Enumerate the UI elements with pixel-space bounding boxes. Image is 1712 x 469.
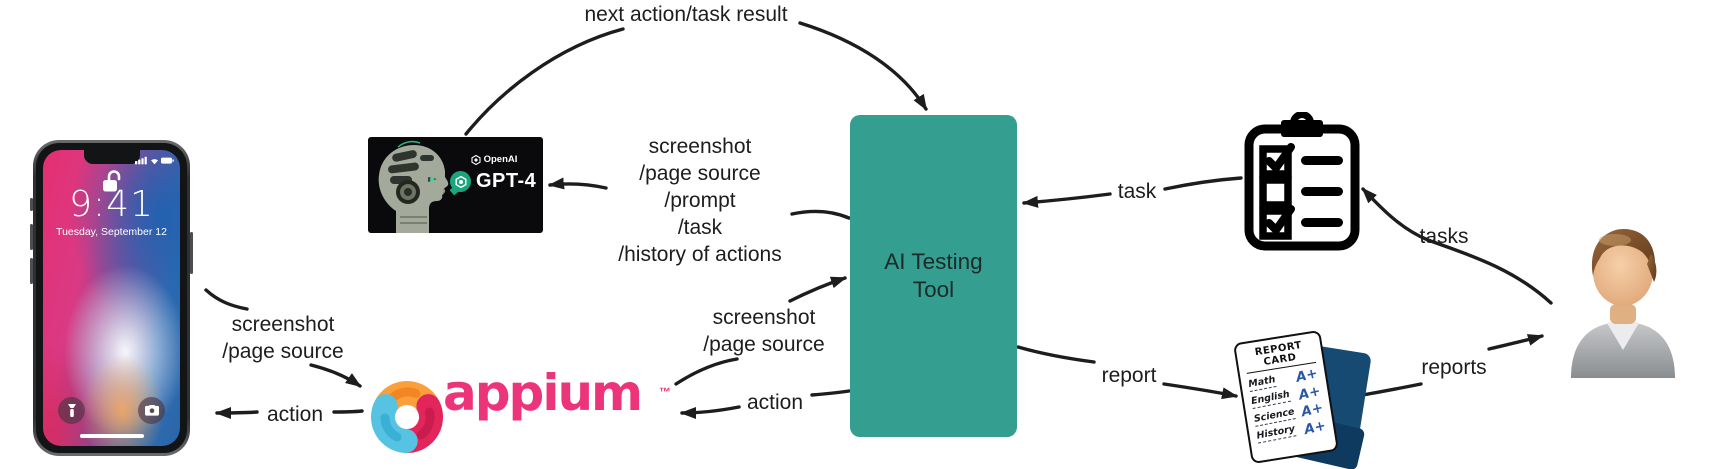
battery-icon xyxy=(161,157,172,164)
arrow-appium-to-phone-head xyxy=(215,406,259,419)
label-reports: reports xyxy=(1421,356,1487,379)
label-appium-out-line1: screenshot xyxy=(712,306,816,329)
arrow-phone-to-appium-tail xyxy=(204,288,249,311)
phone-mute-switch xyxy=(30,198,33,211)
arrow-report-to-user-head xyxy=(1487,334,1544,351)
report-card: REPORT CARD Math A+ English A+ Science A… xyxy=(1232,329,1340,465)
iphone-device: 9:41 Tuesday, September 12 xyxy=(30,140,193,456)
openai-wordmark: OpenAI xyxy=(483,154,518,165)
person-icon xyxy=(1571,228,1675,378)
arrow-phone-to-appium-head xyxy=(309,363,362,388)
clipboard-checklist-icon xyxy=(1244,112,1360,251)
arrow-appium-to-phone-tail xyxy=(332,409,364,414)
person-hair-highlight xyxy=(1599,234,1631,246)
phone-bezel: 9:41 Tuesday, September 12 xyxy=(36,143,187,453)
ai-testing-tool-title: AI Testing Tool xyxy=(884,249,983,302)
label-next-action: next action/task result xyxy=(584,3,788,26)
arrow-tool-to-appium-head xyxy=(680,405,741,419)
report-grade: A+ xyxy=(1302,417,1328,438)
gpt4-model-row: GPT-4 xyxy=(450,170,543,193)
person-collar xyxy=(1607,320,1639,350)
openai-brand-row: OpenAI xyxy=(453,154,535,165)
person-hair-side xyxy=(1647,254,1657,282)
phone-date: Tuesday, September 12 xyxy=(56,226,167,238)
person-face xyxy=(1593,238,1653,306)
arrow-checklist-to-tool-head xyxy=(1022,192,1112,208)
report-subject: History xyxy=(1255,423,1297,444)
gpt4-wordmark: GPT-4 xyxy=(476,170,537,192)
unlock-icon xyxy=(102,170,120,192)
gpt4-banner: OpenAI GPT-4 xyxy=(368,137,543,233)
arrow-gpt-to-tool-left xyxy=(464,27,625,136)
label-appium-out: screenshot /page source xyxy=(703,304,824,358)
arrow-appium-to-tool-head xyxy=(788,276,847,303)
label-gpt-input: screenshot /page source /prompt /task /h… xyxy=(618,133,781,268)
phone-volume-down-button xyxy=(30,258,33,284)
report-card-graphic: REPORT CARD Math A+ English A+ Science A… xyxy=(1232,329,1376,469)
person-neck xyxy=(1610,304,1636,324)
gpt4-card-text: OpenAI GPT-4 xyxy=(450,137,543,233)
label-tasks: tasks xyxy=(1419,225,1469,248)
appium-wordmark: appium xyxy=(443,364,643,422)
camera-button xyxy=(138,397,165,424)
flashlight-icon xyxy=(67,403,76,417)
openai-logo-icon xyxy=(471,154,481,165)
phone-volume-up-button xyxy=(30,224,33,250)
arrow-appium-to-tool-tail xyxy=(674,357,739,386)
arrow-tool-to-report-head xyxy=(1162,382,1238,400)
home-indicator xyxy=(79,433,144,438)
label-gpt-input-line3: /prompt xyxy=(664,189,736,212)
arrow-checklist-to-tool-tail xyxy=(1163,176,1243,191)
label-gpt-input-line1: screenshot xyxy=(648,135,752,158)
label-phone-out: screenshot /page source xyxy=(222,311,343,365)
label-gpt-input-line5: /history of actions xyxy=(618,243,782,266)
label-appium-out-line2: /page source xyxy=(703,333,825,356)
openai-logo-icon xyxy=(454,175,467,188)
label-gpt-input-line2: /page source xyxy=(639,162,761,185)
robot-head-icon xyxy=(378,140,449,233)
camera-icon xyxy=(144,405,159,416)
report-subject: Math xyxy=(1247,373,1277,392)
status-icons xyxy=(135,156,174,165)
label-action-to-phone: action xyxy=(266,403,324,426)
phone-time: 9:41 xyxy=(69,184,154,225)
phone-lockscreen: 9:41 Tuesday, September 12 xyxy=(43,150,180,446)
arrow-gpt-to-tool-right xyxy=(798,21,928,111)
label-action-to-appium: action xyxy=(746,391,804,414)
wifi-icon xyxy=(151,159,158,165)
label-phone-out-line2: /page source xyxy=(222,340,344,363)
arrow-tool-to-report-tail xyxy=(1016,345,1096,364)
arrow-tool-to-gpt-tail xyxy=(790,209,851,220)
label-phone-out-line1: screenshot xyxy=(231,313,335,336)
arrow-tool-to-appium-tail xyxy=(810,389,851,397)
phone-power-button xyxy=(190,232,193,274)
flashlight-button xyxy=(58,397,85,424)
appium-trademark: ™ xyxy=(659,385,671,399)
label-task: task xyxy=(1117,180,1157,203)
label-report: report xyxy=(1101,364,1157,387)
label-gpt-input-line4: /task xyxy=(677,216,723,239)
chat-bubble-icon xyxy=(450,171,471,192)
appium-swirl-icon xyxy=(370,381,444,453)
ai-testing-tool-box: AI Testing Tool xyxy=(850,115,1017,437)
arrow-tool-to-gpt-head xyxy=(548,177,608,190)
phone-notch xyxy=(83,150,140,164)
